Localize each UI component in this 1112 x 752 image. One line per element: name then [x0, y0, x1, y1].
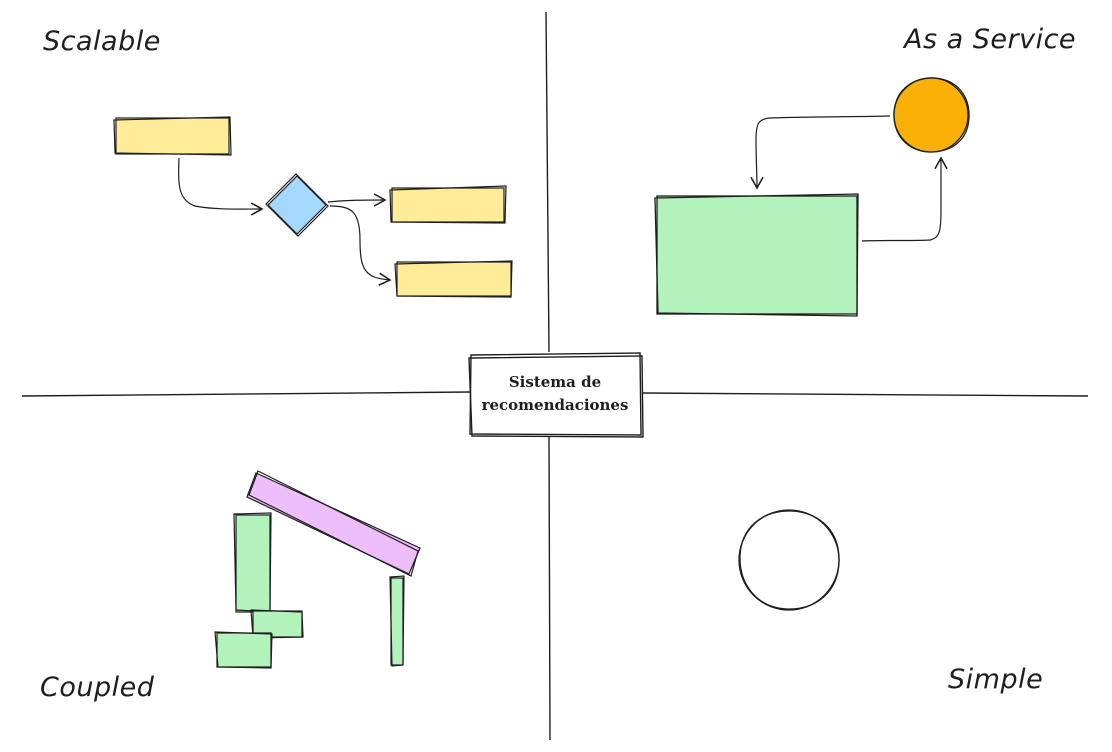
center-title-line2: recomendaciones: [481, 396, 629, 414]
scalable-decision-diamond[interactable]: [265, 173, 329, 237]
arrow-diamond-to-lower: [329, 205, 392, 286]
service-circle[interactable]: [893, 77, 970, 153]
axis-vertical: [545, 11, 551, 741]
coupled-bottom-block[interactable]: [214, 631, 273, 669]
service-green-rect[interactable]: [654, 193, 859, 317]
scalable-flow: [113, 116, 513, 298]
arrow-circle-to-rect: [750, 115, 891, 190]
coupled-structure: [214, 470, 421, 669]
center-title-line1: Sistema de: [508, 373, 602, 391]
center-box[interactable]: Sistema de recomendaciones: [470, 354, 640, 434]
axis-horizontal: [21, 391, 1089, 397]
simple-circle[interactable]: [738, 509, 840, 611]
arrow-rect-to-circle: [861, 156, 948, 242]
arrow-source-to-diamond: [178, 157, 264, 216]
coupled-right-post[interactable]: [389, 575, 405, 667]
arrow-diamond-to-upper: [327, 193, 387, 207]
quadrant-label-simple: Simple: [948, 664, 1044, 695]
center-box-outline: [468, 352, 644, 438]
center-title: Sistema de recomendaciones: [482, 371, 629, 417]
coupled-tall-post[interactable]: [233, 512, 272, 613]
quadrant-label-scalable: Scalable: [43, 26, 161, 57]
scalable-target-rect-lower[interactable]: [394, 260, 513, 298]
quadrant-label-as-a-service: As a Service: [904, 24, 1077, 55]
coupled-violet-beam[interactable]: [246, 470, 421, 577]
service-flow: [654, 77, 970, 317]
scalable-source-rect[interactable]: [113, 116, 232, 156]
scalable-target-rect-upper[interactable]: [389, 185, 507, 224]
quadrant-label-coupled: Coupled: [40, 672, 155, 703]
